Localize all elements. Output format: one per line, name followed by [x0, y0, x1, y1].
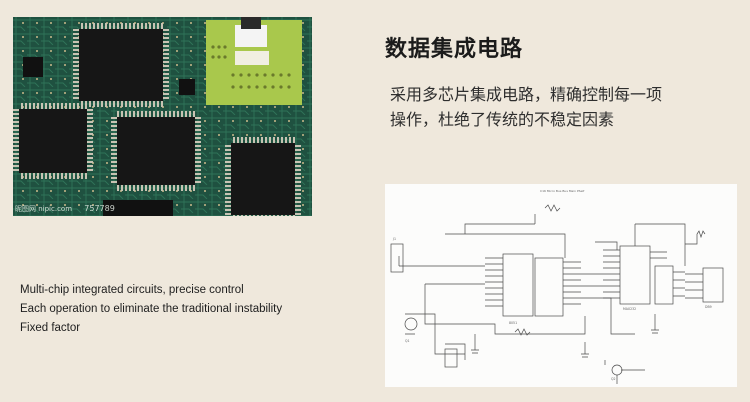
description-line: Fixed factor — [20, 322, 81, 334]
svg-text:MAX232: MAX232 — [623, 307, 636, 311]
description-line: Each operation to eliminate the traditio… — [20, 303, 283, 315]
svg-text:DB9: DB9 — [705, 305, 712, 309]
schematic-drawing: 8051 MAX232 DB9 J1 Q1 Q2 — [390, 204, 724, 384]
description-english: Multi-chip integrated circuits, precise … — [20, 281, 282, 338]
svg-text:J1: J1 — [392, 237, 396, 241]
svg-text:Q1: Q1 — [405, 339, 410, 343]
circuit-board-photo: 昵图网 nipic.com 757789 — [13, 17, 312, 216]
watermark-text: 昵图网 nipic.com — [15, 205, 73, 213]
circuit-schematic-image: C16 Micro Bus Bus Main PSeP — [385, 184, 737, 387]
circuit-board-illustration — [13, 17, 312, 216]
watermark: 昵图网 nipic.com 757789 — [15, 204, 115, 214]
description-chinese: 采用多芯片集成电路，精确控制每一项操作，杜绝了传统的不稳定因素 — [390, 85, 663, 129]
schematic-title: C16 Micro Bus Bus Main PSeP — [540, 189, 585, 193]
svg-text:8051: 8051 — [509, 321, 517, 325]
watermark-id: 757789 — [84, 204, 115, 213]
section-title: 数据集成电路 — [385, 37, 524, 62]
svg-text:Q2: Q2 — [611, 377, 616, 381]
description-line: Multi-chip integrated circuits, precise … — [20, 284, 244, 296]
